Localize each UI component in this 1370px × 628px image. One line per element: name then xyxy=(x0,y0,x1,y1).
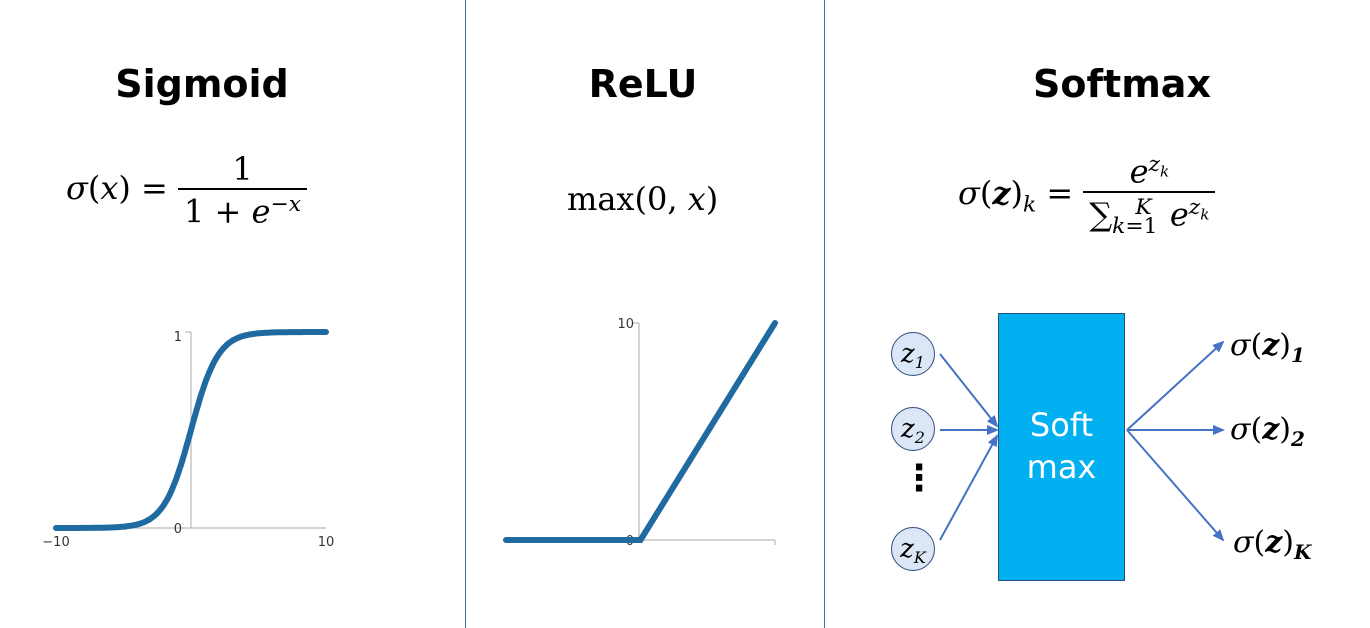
sigmoid-tick-xmin: −10 xyxy=(42,535,69,550)
arrow-zk-in xyxy=(939,434,998,541)
output-k: σ(z)K xyxy=(1233,525,1312,564)
relu-title: ReLU xyxy=(588,62,698,106)
sigmoid-title: Sigmoid xyxy=(115,62,289,106)
output-2: σ(z)2 xyxy=(1230,412,1305,451)
sigmoid-tick-xmax: 10 xyxy=(318,535,335,550)
arrow-out-1 xyxy=(1126,340,1225,431)
output-1: σ(z)1 xyxy=(1230,328,1305,367)
softmax-box-line2: max xyxy=(1026,448,1097,486)
arrow-out-k xyxy=(1126,429,1225,542)
relu-plot: 10 0 xyxy=(503,317,778,549)
relu-curve xyxy=(503,320,778,543)
relu-tick-top: 10 xyxy=(617,317,634,332)
sigmoid-tick-zero: 0 xyxy=(174,522,182,537)
relu-formula: max(0, x) xyxy=(567,180,719,218)
input-ellipsis: ⋮ xyxy=(901,458,937,499)
softmax-box: Soft max xyxy=(998,313,1125,581)
softmax-formula: σ(z)k = ezk∑k=1K ezk xyxy=(958,152,1216,239)
divider-right xyxy=(824,0,825,628)
softmax-arrows xyxy=(939,340,1225,542)
sigmoid-curve xyxy=(53,329,329,531)
softmax-title: Softmax xyxy=(1033,62,1211,106)
sigmoid-plot: 1 0 −10 10 xyxy=(42,329,335,550)
arrow-z1-in xyxy=(939,353,999,428)
sigmoid-tick-top: 1 xyxy=(174,330,182,345)
divider-left xyxy=(465,0,466,628)
softmax-box-line1: Soft xyxy=(1029,406,1094,445)
